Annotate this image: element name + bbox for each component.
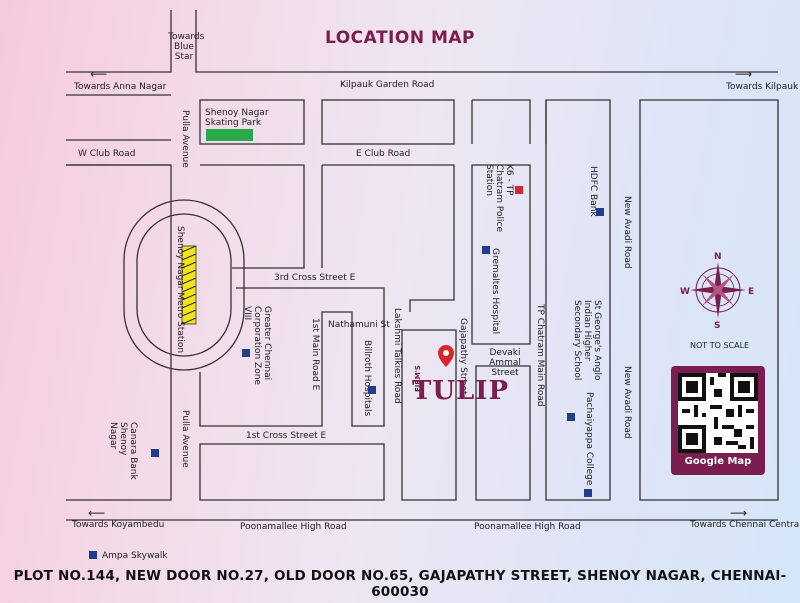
qr-code-panel[interactable]: Google Map [671,366,765,475]
road-first-main: 1st Main Road E [310,318,320,391]
block-tulip [401,329,457,501]
direction-chennai-central: Towards Chennai Central [690,520,800,530]
road-nathamuni: Nathamuni St [328,320,390,330]
road-first-cross: 1st Cross Street E [246,431,327,441]
compass-e: E [748,287,755,297]
arrow-left-icon: ⟵ [88,506,106,520]
metro-oval-outer [123,199,245,371]
arrow-left-icon: ⟵ [90,67,108,81]
brand-name: TULIP [412,376,510,406]
road-e-club: E Club Road [356,149,411,159]
place-canara: Canara Bank Shenoy Nagar [108,422,138,480]
marker-square-icon [515,186,523,194]
place-st-george: St George's Anglo Indian Higher Secondar… [572,300,602,381]
place-pachaiyappa: Pachaiyappa College [584,392,594,486]
place-skating-park: Shenoy Nagar Skating Park [205,108,269,128]
location-pin-icon [438,345,454,367]
block-skating-park [199,99,305,145]
scale-note: NOT TO SCALE [690,341,750,350]
compass-w: W [680,287,690,297]
place-police-station: K6 - TP Chatram Police Station [484,164,514,232]
road-tp-chatram-main: TP Chatram Main Road [535,304,545,407]
metro-track [181,245,197,325]
marker-square-icon [584,489,592,497]
road-poonamallee-right: Poonamallee High Road [474,522,581,532]
direction-kilpauk: Towards Kilpauk [726,82,799,92]
marker-square-icon [242,349,250,357]
map-title: LOCATION MAP [324,28,476,48]
road-lakshmi-talkies: Lakshmi Talkies Road [392,308,402,404]
direction-koyambedu: Towards Koyambedu [72,520,165,530]
road-devaki-ammal: Devaki Ammal Street [489,348,521,378]
arrow-right-icon: ⟶ [735,67,753,81]
place-gremaltes: Gremaltes Hospital [490,248,500,335]
marker-square-icon [89,551,97,559]
place-metro-station: Shenoy Nagar Metro Station [175,226,185,354]
compass-n: N [714,252,722,262]
marker-square-icon [482,246,490,254]
compass-icon [690,262,746,318]
road-kilpauk-garden: Kilpauk Garden Road [340,80,435,90]
road-poonamallee-left: Poonamallee High Road [240,522,347,532]
compass-s: S [714,321,721,331]
arrow-right-icon: ⟶ [730,506,748,520]
road-w-club: W Club Road [78,149,136,159]
address-line: PLOT NO.144, NEW DOOR NO.27, OLD DOOR NO… [13,568,787,600]
road-new-avadi-bottom: New Avadi Road [622,366,632,439]
marker-square-icon [368,386,376,394]
direction-blue-star: Towards Blue Star [168,32,205,62]
skating-park-marker [206,129,253,141]
qr-code-icon [678,373,758,453]
road-edge [66,10,172,73]
qr-caption: Google Map [684,456,752,467]
road-new-avadi-top: New Avadi Road [622,196,632,269]
place-billroth: Billroth Hospitals [362,340,372,417]
road-pulla-avenue-bottom: Pulla Avenue [180,410,190,468]
marker-square-icon [151,449,159,457]
marker-square-icon [567,413,575,421]
road-pulla-avenue-top: Pulla Avenue [180,110,190,168]
place-ampa: Ampa Skywalk [102,551,168,561]
metro-oval-inner [136,213,232,357]
marker-square-icon [596,208,604,216]
direction-anna-nagar: Towards Anna Nagar [74,82,167,92]
road-third-cross: 3rd Cross Street E [274,273,356,283]
